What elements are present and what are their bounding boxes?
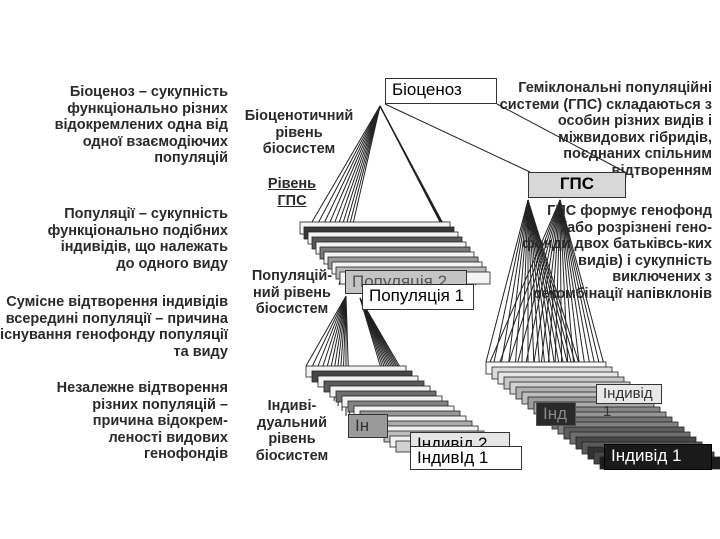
joint-reproduction-note: Сумісне відтворення індивідів всередині … [0,294,228,360]
connector-line [505,199,561,373]
connector-line [529,199,561,388]
biocenotic-level-label: Біоценотичний рівень біосистем [244,108,354,157]
individual-level-label: Індиві-дуальний рівень біосистем [255,398,329,464]
connector-line [314,105,381,230]
individual-right-back-box: Індивід 1 [596,384,662,420]
individual-partial-box-right: Інд [536,402,576,426]
independent-reproduction-note: Незалежне відтворення різних популяцій –… [56,380,228,462]
population-level-label: Популяцій-ний рівень біосистем [251,268,333,317]
population-definition: Популяції – сукупність функціонально под… [47,206,228,272]
connector-line [317,105,381,237]
connector-line [520,199,529,388]
connector-line [313,295,347,377]
gps-box: ГПС [528,172,626,198]
biocenosis-definition: Біоценоз – сукупність функціонально різн… [54,84,228,166]
gps-gene-pool-note: ГПС формує генофонд (або розрізнені гено… [522,203,712,302]
connector-line [485,199,529,363]
connector-line [492,199,529,368]
gps-definition: Геміклональні популяційні системи (ГПС) … [499,80,712,179]
connector-line [305,295,347,367]
connector-line [499,199,529,373]
gps-level-label: Рівень ГПС [267,176,317,209]
individual-1-box: ІндивІд 1 [410,446,522,470]
individual-partial-box-left: Ін [348,414,388,438]
connector-line [497,199,561,368]
connector-line [384,103,531,173]
connector-line [513,199,529,383]
biocenosis-box: Біоценоз [385,78,497,104]
connector-line [309,295,347,372]
individual-1-dark-box: Індивід 1 [604,444,712,470]
connector-line [311,105,381,223]
connector-line [320,105,381,244]
connector-line [506,199,529,378]
population-1-box: Популяція 1 [362,284,474,310]
connector-line [496,103,626,173]
